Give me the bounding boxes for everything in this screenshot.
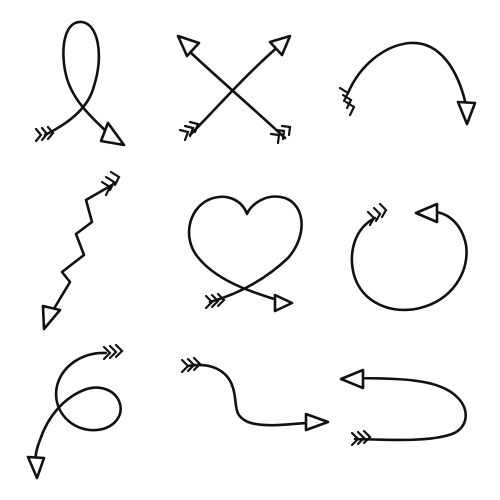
wavy-arrow-icon xyxy=(180,356,330,432)
arc-arrow-icon xyxy=(338,41,477,126)
heart-arrow-icon xyxy=(187,195,303,313)
zigzag-arrow-icon xyxy=(41,170,121,331)
circular-arrow-icon xyxy=(350,202,468,312)
crossed-arrows-icon xyxy=(176,34,292,145)
loop-arrow-icon xyxy=(34,20,126,147)
u-turn-arrow-icon xyxy=(339,368,467,447)
spiral-arrow-icon xyxy=(26,343,124,480)
